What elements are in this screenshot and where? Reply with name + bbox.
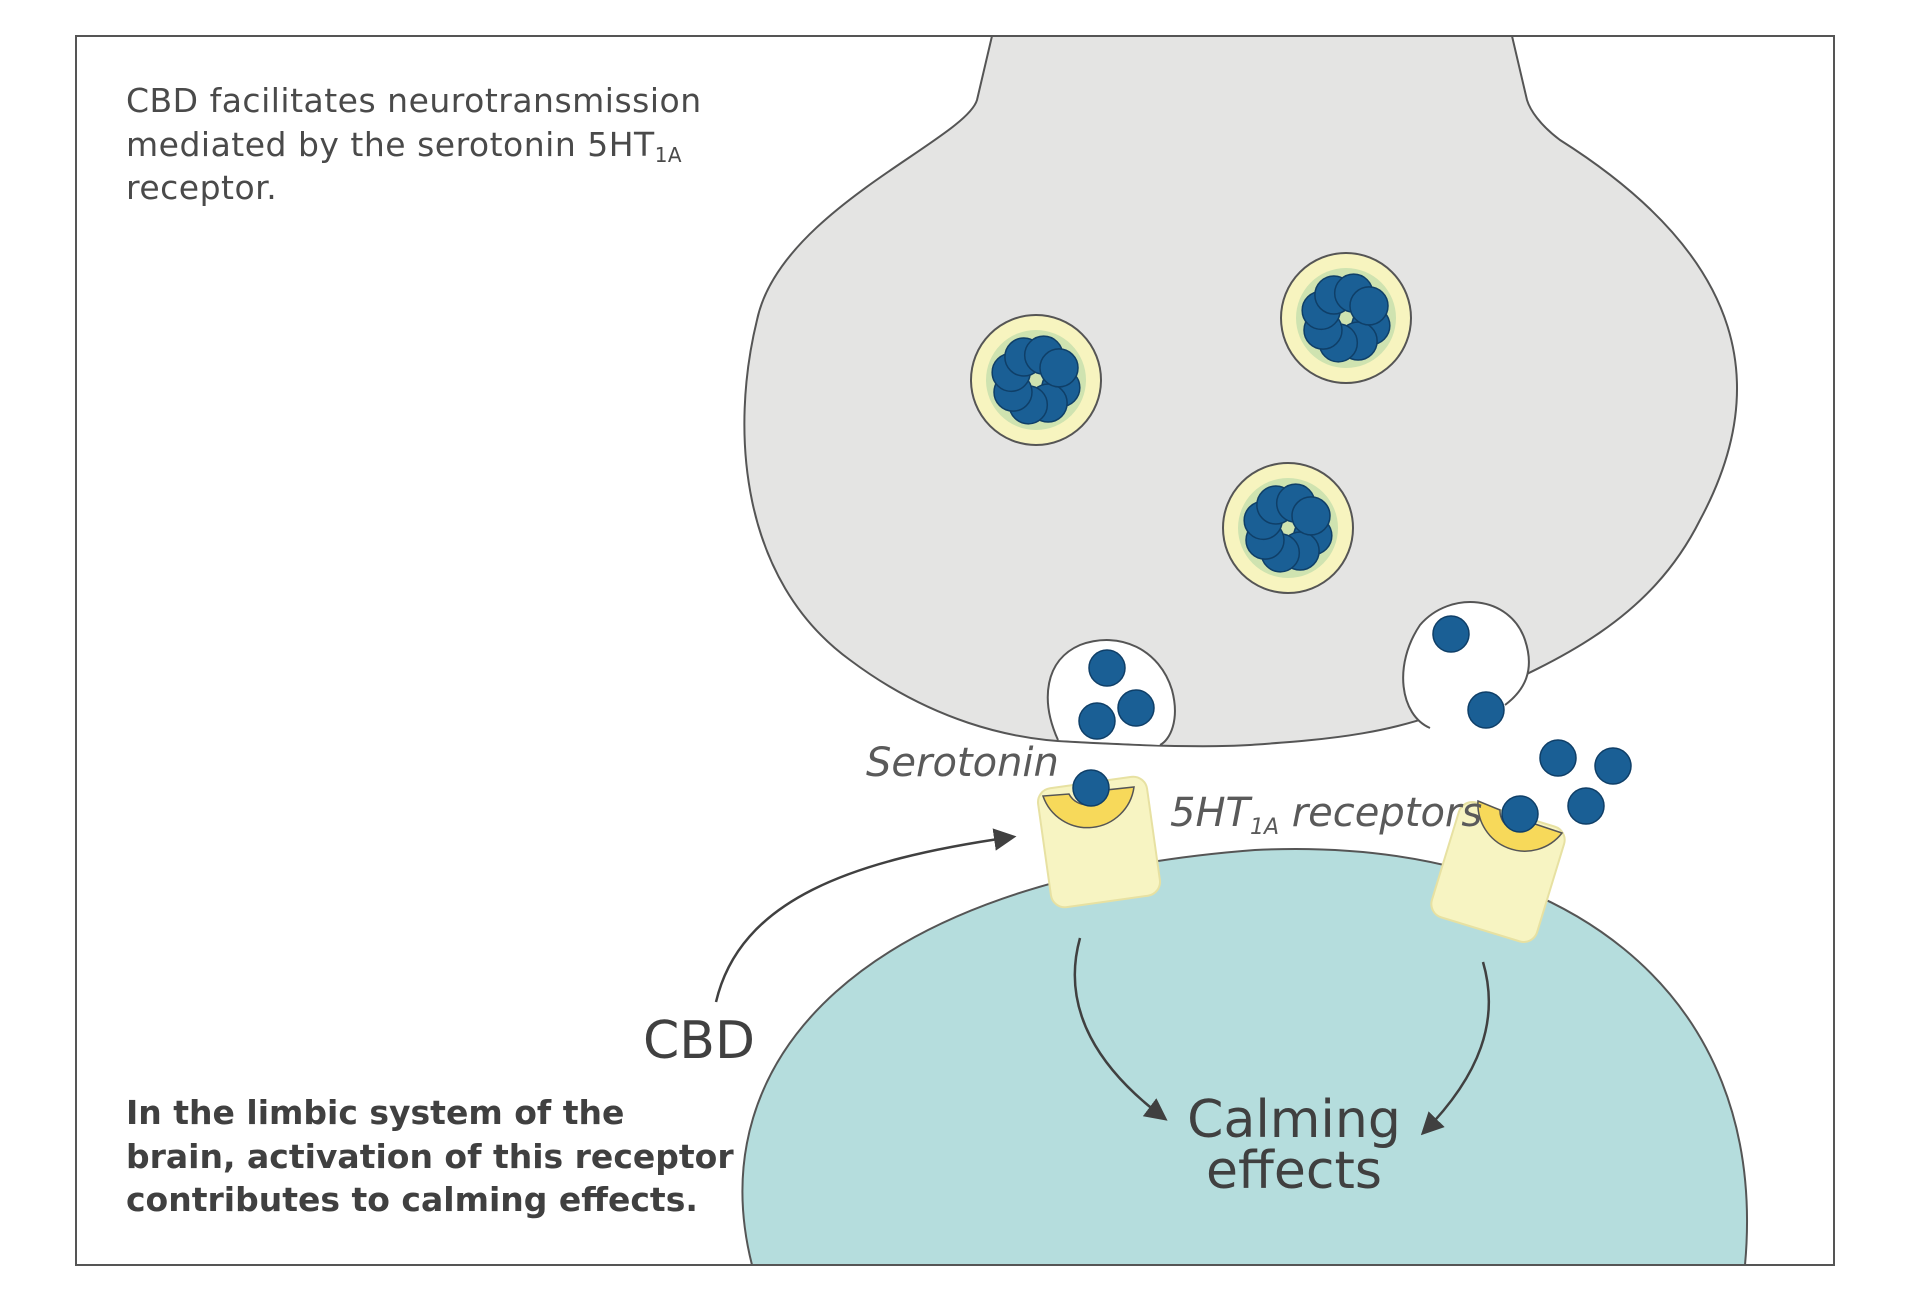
serotonin-molecule — [1349, 286, 1389, 326]
presynaptic-terminal — [743, 36, 1739, 748]
synaptic-vesicle — [970, 314, 1102, 446]
receptor-left — [1036, 775, 1162, 909]
serotonin-label: Serotonin — [866, 740, 1059, 786]
synaptic-vesicle — [1280, 252, 1412, 384]
calming-effects-label-line1: Calming — [1187, 1090, 1401, 1150]
cbd-arrow — [714, 828, 1017, 1003]
cbd-label: CBD — [643, 1011, 755, 1071]
postsynaptic-neuron — [741, 848, 1748, 1265]
serotonin-molecule — [1467, 691, 1505, 729]
calming-arrow-right — [1420, 961, 1491, 1136]
calming-effects-label-line2: effects — [1206, 1141, 1382, 1201]
figure-frame — [75, 35, 1835, 1266]
serotonin-molecule — [1501, 795, 1539, 833]
serotonin-molecule — [1078, 702, 1116, 740]
serotonin-molecule — [1567, 787, 1605, 825]
serotonin-molecule — [1039, 348, 1079, 388]
serotonin-molecule — [1291, 496, 1331, 536]
receptors-label: 5HT1A receptors — [1170, 790, 1482, 840]
serotonin-molecule — [1072, 769, 1110, 807]
calming-arrow-left — [1073, 937, 1168, 1121]
serotonin-molecule — [1432, 615, 1470, 653]
serotonin-molecule — [1539, 739, 1577, 777]
top-caption-line2: mediated by the serotonin 5HT1A — [126, 125, 682, 167]
bottom-caption-line3: contributes to calming effects. — [126, 1180, 698, 1219]
bottom-caption-line1: In the limbic system of the — [126, 1093, 624, 1132]
serotonin-molecule — [1117, 689, 1155, 727]
receptor-right — [1430, 799, 1566, 943]
serotonin-molecules — [1072, 615, 1632, 833]
serotonin-molecule — [1088, 649, 1126, 687]
top-caption-line1: CBD facilitates neurotransmission — [126, 81, 702, 120]
serotonin-molecule — [1594, 747, 1632, 785]
synaptic-vesicle — [1222, 462, 1354, 594]
top-caption-line3: receptor. — [126, 168, 277, 207]
vesicle-group — [970, 252, 1412, 594]
bottom-caption-line2: brain, activation of this receptor — [126, 1137, 734, 1176]
